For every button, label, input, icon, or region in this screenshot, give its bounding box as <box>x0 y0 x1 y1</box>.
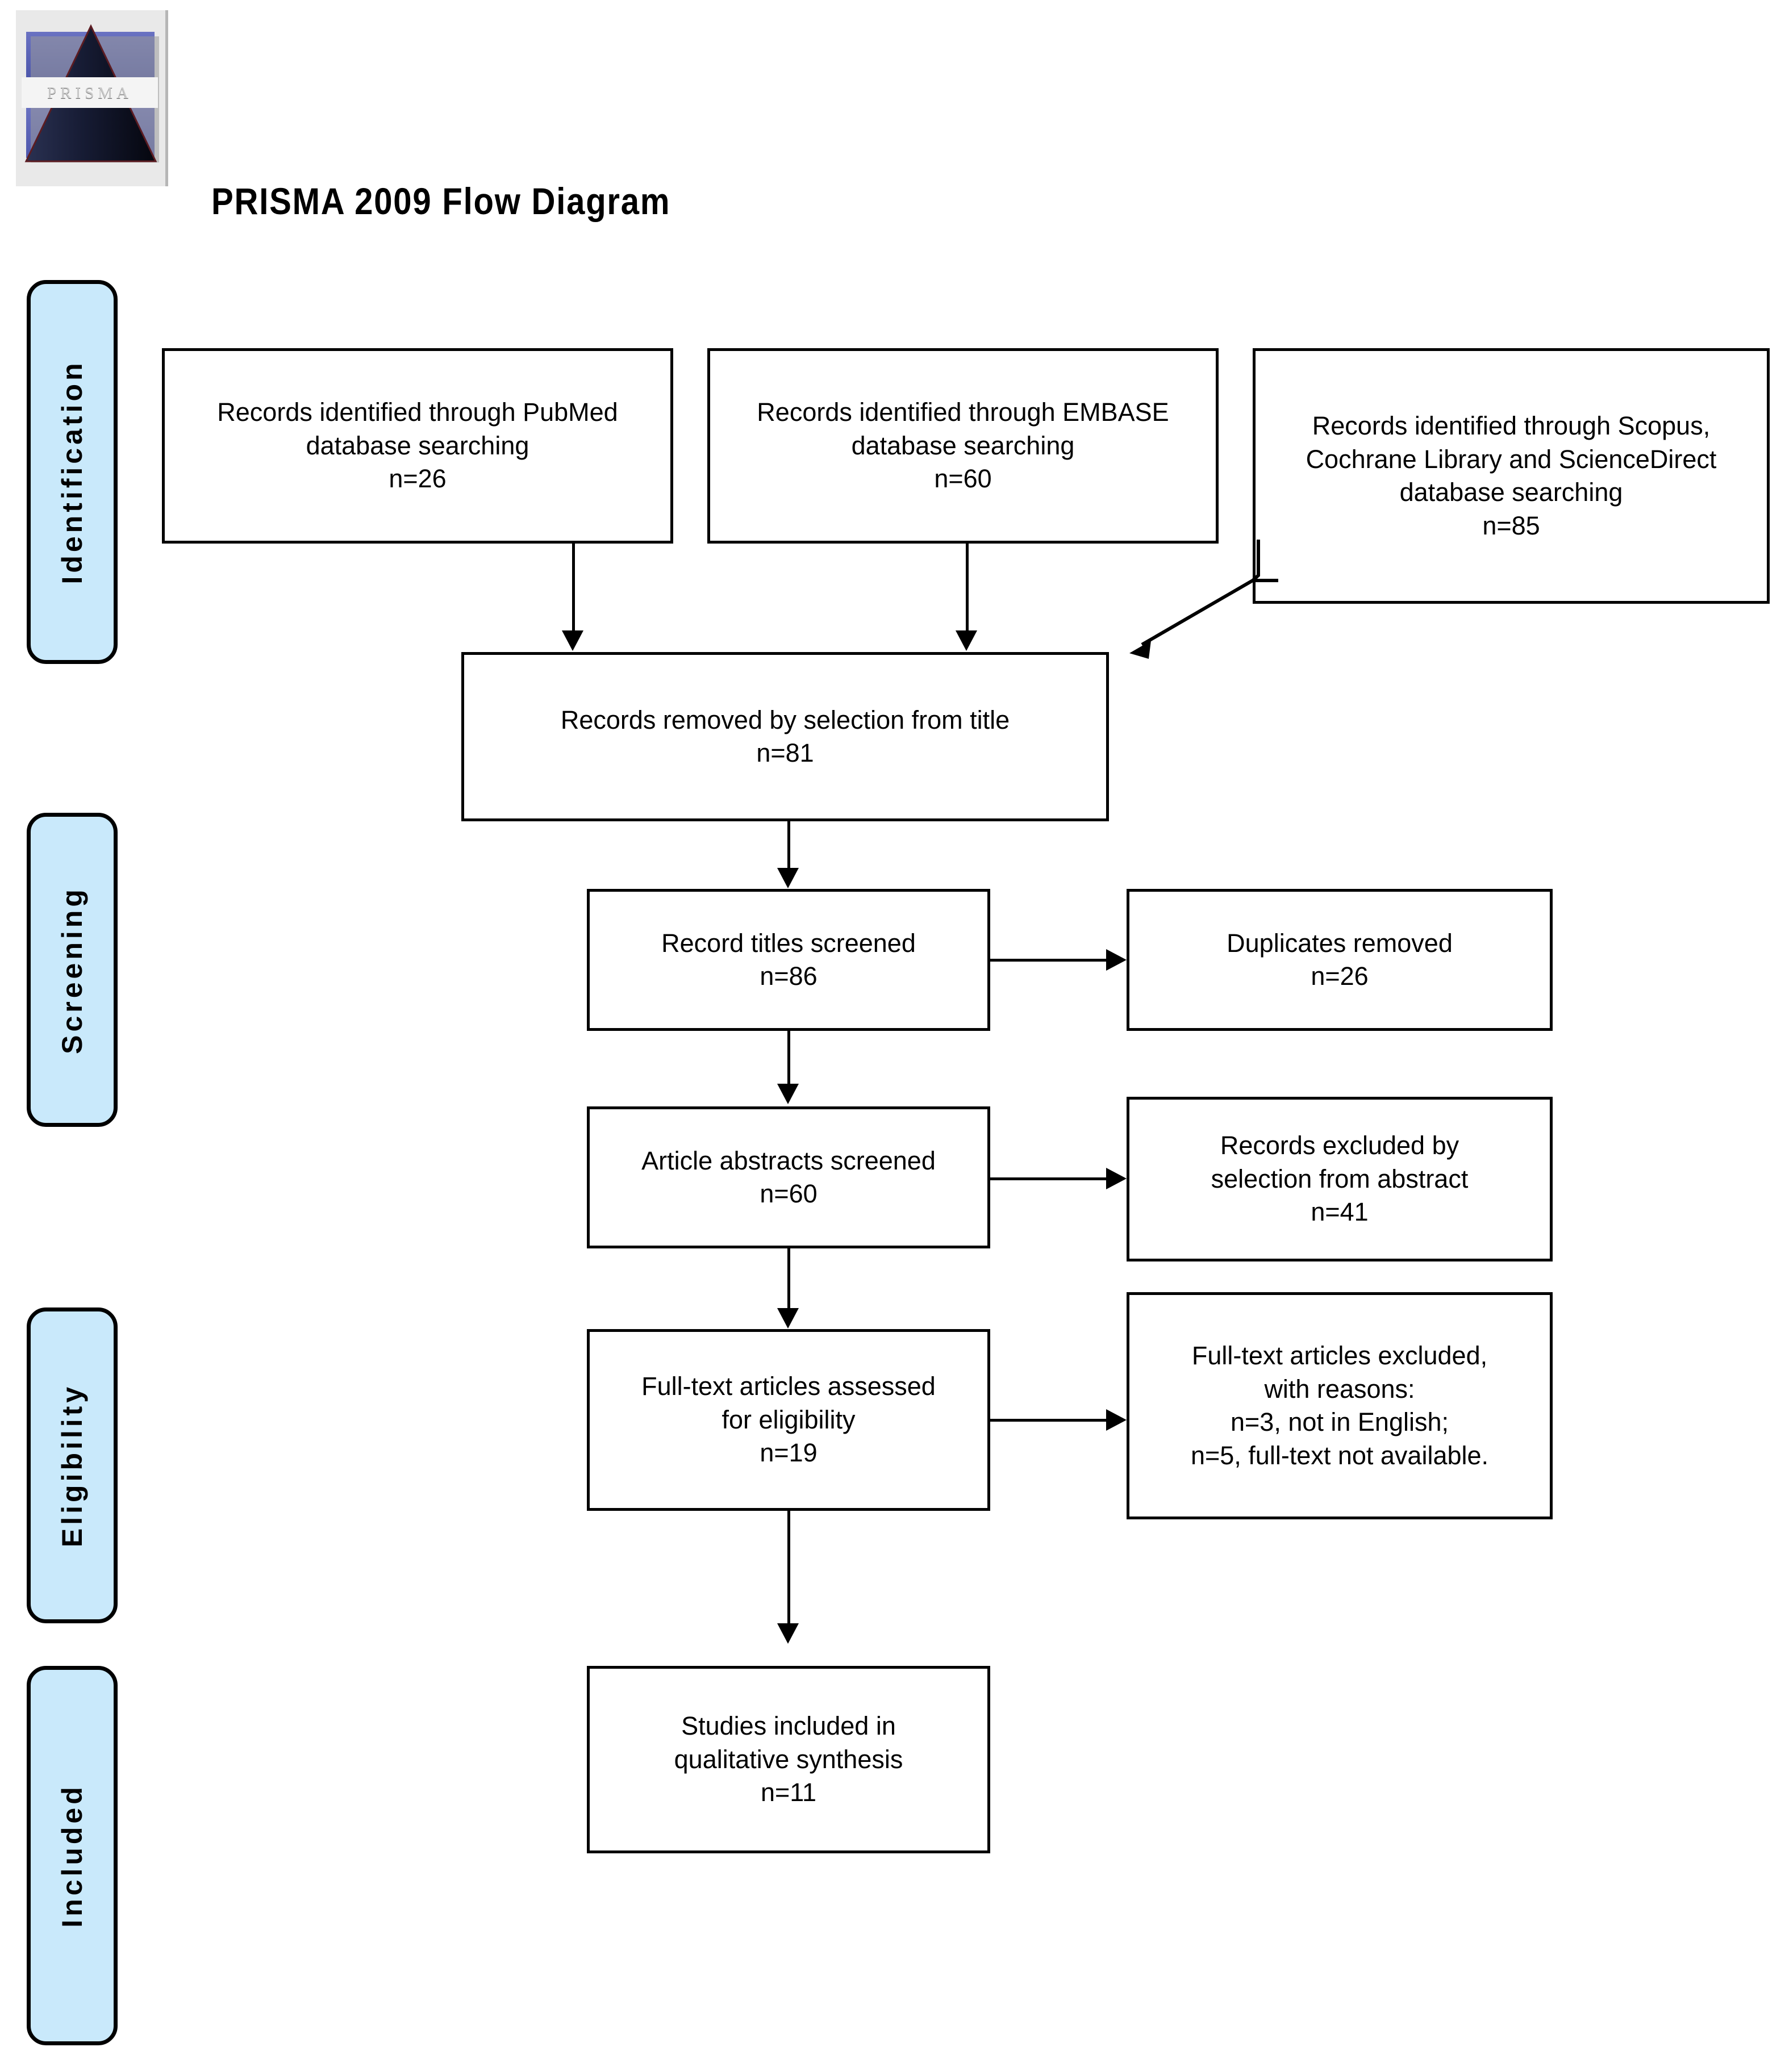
flow-box-fulltext-assessed-line2: for eligibility <box>721 1405 856 1434</box>
page-title: PRISMA 2009 Flow Diagram <box>211 180 671 222</box>
flow-box-scopus-line1: Records identified through Scopus, <box>1312 411 1711 440</box>
logo-word-band <box>22 77 158 108</box>
flow-box-studies-included-count: n=11 <box>760 1778 817 1807</box>
stage-label-screening: Screening <box>27 813 118 1127</box>
flow-box-fulltext-excluded-reason2: n=5, full-text not available. <box>1190 1440 1489 1470</box>
flow-box-fulltext-excluded-reason1: n=3, not in English; <box>1230 1407 1449 1436</box>
connector-fulltext-to-included-arrow <box>777 1623 799 1644</box>
flow-box-article-abstracts-screened-count: n=60 <box>760 1179 818 1208</box>
flow-box-fulltext-excluded-line2: with reasons: <box>1264 1374 1415 1403</box>
connector-titles-to-dupes-arrow <box>1106 949 1127 971</box>
connector-titles-to-abstracts-arrow <box>777 1084 799 1104</box>
connector-fulltext-to-included-line <box>787 1511 790 1624</box>
flow-box-article-abstracts-screened: Article abstracts screened n=60 <box>587 1106 990 1248</box>
stage-label-eligibility-text: Eligibility <box>56 1383 88 1548</box>
flow-box-duplicates-removed-line1: Duplicates removed <box>1227 928 1453 958</box>
flow-box-embase-line2: database searching <box>851 431 1075 460</box>
flow-box-records-removed-count: n=81 <box>756 738 814 767</box>
flow-box-studies-included: Studies included in qualitative synthesi… <box>587 1666 990 1853</box>
flow-box-embase-count: n=60 <box>934 464 992 494</box>
connector-titles-to-abstracts-line <box>787 1031 790 1085</box>
flow-box-fulltext-assessed: Full-text articles assessed for eligibil… <box>587 1329 990 1511</box>
stage-label-included-text: Included <box>56 1783 88 1928</box>
flow-box-scopus-line2: Cochrane Library and ScienceDirect <box>1306 444 1717 474</box>
flow-box-pubmed-count: n=26 <box>389 464 447 494</box>
connector-removed-to-titles-arrow <box>777 868 799 888</box>
stage-label-eligibility: Eligibility <box>27 1307 118 1623</box>
stage-label-included: Included <box>27 1666 118 2045</box>
connector-abstracts-to-excluded-arrow <box>1106 1168 1127 1189</box>
flow-box-record-titles-screened: Record titles screened n=86 <box>587 889 990 1031</box>
flow-box-pubmed-line1: Records identified through PubMed <box>217 398 618 427</box>
connector-embase-to-removed-arrow <box>956 630 977 651</box>
flow-box-record-titles-screened-count: n=86 <box>760 962 818 991</box>
flow-box-studies-included-line2: qualitative synthesis <box>674 1744 903 1774</box>
flow-box-record-titles-screened-line1: Record titles screened <box>661 928 916 958</box>
connector-abstracts-to-fulltext-line <box>787 1248 790 1310</box>
connector-abstracts-to-fulltext-arrow <box>777 1308 799 1329</box>
flow-box-fulltext-excluded: Full-text articles excluded, with reason… <box>1127 1292 1553 1519</box>
flow-box-records-excluded-abstract-line2: selection from abstract <box>1211 1164 1469 1193</box>
connector-scopus-to-removed <box>1129 540 1278 659</box>
flow-box-duplicates-removed-count: n=26 <box>1311 962 1369 991</box>
flow-box-pubmed: Records identified through PubMed databa… <box>162 348 673 544</box>
flow-box-records-excluded-abstract-count: n=41 <box>1311 1197 1369 1227</box>
flow-box-scopus-count: n=85 <box>1482 511 1540 540</box>
connector-pubmed-to-removed-line <box>572 544 575 632</box>
flow-box-fulltext-assessed-line1: Full-text articles assessed <box>641 1372 936 1401</box>
stage-label-identification: Identification <box>27 280 118 664</box>
flow-box-pubmed-line2: database searching <box>306 431 529 460</box>
flow-box-embase: Records identified through EMBASE databa… <box>707 348 1219 544</box>
connector-embase-to-removed-line <box>966 544 969 632</box>
connector-pubmed-to-removed-arrow <box>562 630 583 651</box>
connector-removed-to-titles-line <box>787 821 790 870</box>
flow-box-duplicates-removed: Duplicates removed n=26 <box>1127 889 1553 1031</box>
flow-box-scopus: Records identified through Scopus, Cochr… <box>1253 348 1770 604</box>
flow-box-records-excluded-abstract-line1: Records excluded by <box>1220 1131 1459 1160</box>
logo-wordmark: PRISMA <box>47 84 132 102</box>
flow-box-scopus-line3: database searching <box>1399 478 1623 507</box>
flow-box-fulltext-excluded-line1: Full-text articles excluded, <box>1191 1341 1488 1370</box>
flow-box-article-abstracts-screened-line1: Article abstracts screened <box>641 1146 936 1175</box>
flow-box-embase-line1: Records identified through EMBASE <box>757 398 1169 427</box>
connector-titles-to-dupes-line <box>990 959 1106 962</box>
stage-label-identification-text: Identification <box>56 360 88 584</box>
prisma-logo: PRISMA <box>16 10 168 186</box>
connector-abstracts-to-excluded-line <box>990 1177 1106 1180</box>
flow-box-studies-included-line1: Studies included in <box>681 1711 896 1741</box>
connector-fulltext-to-excluded-arrow <box>1106 1409 1127 1431</box>
flow-box-fulltext-assessed-count: n=19 <box>760 1438 818 1468</box>
flow-box-records-removed: Records removed by selection from title … <box>461 652 1109 821</box>
connector-fulltext-to-excluded-line <box>990 1419 1106 1422</box>
flow-box-records-removed-line1: Records removed by selection from title <box>560 705 1010 734</box>
stage-label-screening-text: Screening <box>56 885 88 1054</box>
flow-box-records-excluded-abstract: Records excluded by selection from abstr… <box>1127 1097 1553 1261</box>
